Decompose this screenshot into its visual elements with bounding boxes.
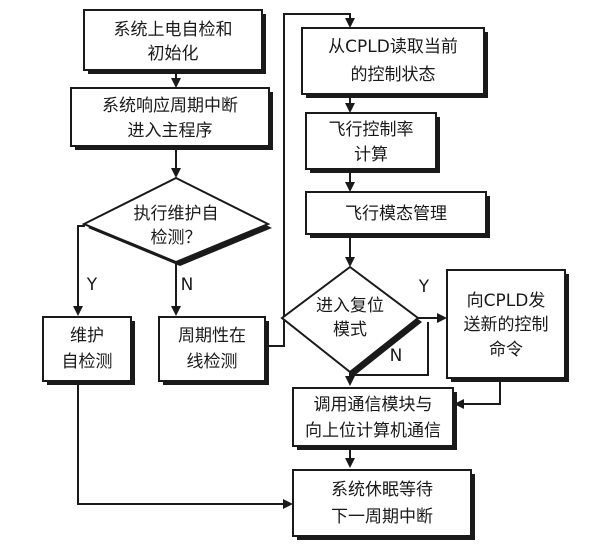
- svg-text:系统休眠等待: 系统休眠等待: [331, 480, 433, 500]
- decision-maintenance-line-1: 执行维护自: [134, 204, 219, 224]
- svg-text:飞行模态管理: 飞行模态管理: [345, 204, 447, 224]
- node-mode-line-1: 飞行模态管理: [345, 204, 447, 224]
- svg-text:的控制状态: 的控制状态: [351, 65, 436, 85]
- svg-text:自检测: 自检测: [62, 352, 113, 372]
- node-read-cpld-line-1: 从CPLD读取当前: [328, 37, 458, 57]
- node-communication: 调用通信模块与 向上位计算机通信: [292, 387, 457, 450]
- node-send-cpld-command: 向CPLD发 送新的控制 命令: [446, 269, 569, 382]
- svg-text:下一周期中断: 下一周期中断: [331, 507, 433, 527]
- node-sleep-line-2: 下一周期中断: [331, 507, 433, 527]
- edge-periodic-read: [268, 13, 355, 347]
- node-flight-control-calc: 飞行控制率 计算: [305, 112, 440, 173]
- label-yes-reset: Y: [418, 277, 430, 297]
- edge-maint-sleep: [77, 384, 293, 509]
- node-read-cpld: 从CPLD读取当前 的控制状态: [301, 27, 488, 98]
- label-no-reset: N: [390, 346, 403, 366]
- decision-maintenance-line-2: 检测？: [151, 228, 202, 248]
- svg-text:送新的控制: 送新的控制: [464, 315, 549, 335]
- node-sleep-wait: 系统休眠等待 下一周期中断: [292, 469, 475, 540]
- node-interrupt-line-2: 进入主程序: [128, 121, 213, 141]
- svg-text:进入复位: 进入复位: [316, 296, 384, 316]
- node-maintenance-selftest: 维护 自检测: [42, 316, 135, 385]
- node-comm-line-2: 向上位计算机通信: [305, 421, 441, 441]
- svg-text:计算: 计算: [354, 145, 388, 165]
- svg-text:系统上电自检和: 系统上电自检和: [114, 20, 233, 40]
- node-init: 系统上电自检和 初始化: [83, 9, 266, 74]
- node-send-line-3: 命令: [489, 340, 523, 360]
- svg-text:周期性在: 周期性在: [178, 326, 246, 346]
- node-interrupt-line-1: 系统响应周期中断: [102, 96, 238, 116]
- decision-reset-mode: 进入复位 模式: [280, 265, 422, 376]
- node-interrupt: 系统响应周期中断 进入主程序: [70, 87, 273, 150]
- svg-text:从CPLD读取当前: 从CPLD读取当前: [328, 37, 458, 57]
- node-maint-line-1: 维护: [70, 326, 104, 346]
- svg-text:检测？: 检测？: [151, 228, 202, 248]
- svg-text:向上位计算机通信: 向上位计算机通信: [305, 421, 441, 441]
- node-periodic-line-2: 线检测: [187, 352, 238, 372]
- node-flight-mode-management: 飞行模态管理: [305, 191, 490, 238]
- edge-reset-no: [349, 322, 429, 376]
- node-calc-line-1: 飞行控制率: [329, 120, 414, 140]
- decision-maintenance: 执行维护自 检测？: [81, 176, 272, 266]
- node-comm-line-1: 调用通信模块与: [314, 395, 433, 415]
- label-no-maintenance: N: [181, 275, 194, 295]
- node-maint-line-2: 自检测: [62, 352, 113, 372]
- node-init-line-2: 初始化: [148, 44, 199, 64]
- connectors: [73, 13, 501, 509]
- svg-text:飞行控制率: 飞行控制率: [329, 120, 414, 140]
- svg-text:调用通信模块与: 调用通信模块与: [314, 395, 433, 415]
- edge-send-comm: [454, 378, 501, 409]
- svg-text:模式: 模式: [333, 320, 367, 340]
- node-read-cpld-line-2: 的控制状态: [351, 65, 436, 85]
- svg-text:命令: 命令: [489, 340, 523, 360]
- node-periodic-line-1: 周期性在: [178, 326, 246, 346]
- svg-text:线检测: 线检测: [187, 352, 238, 372]
- node-send-line-2: 送新的控制: [464, 315, 549, 335]
- svg-text:进入主程序: 进入主程序: [128, 121, 213, 141]
- decision-reset-line-2: 模式: [333, 320, 367, 340]
- svg-text:初始化: 初始化: [148, 44, 199, 64]
- node-periodic-check: 周期性在 线检测: [158, 316, 269, 385]
- node-calc-line-2: 计算: [354, 145, 388, 165]
- node-sleep-line-1: 系统休眠等待: [331, 480, 433, 500]
- edge-decision-yes: [73, 225, 85, 316]
- svg-text:向CPLD发: 向CPLD发: [467, 291, 546, 311]
- decision-reset-line-1: 进入复位: [316, 296, 384, 316]
- svg-text:系统响应周期中断: 系统响应周期中断: [102, 96, 238, 116]
- svg-text:执行维护自: 执行维护自: [134, 204, 219, 224]
- node-init-line-1: 系统上电自检和: [114, 20, 233, 40]
- label-yes-maintenance: Y: [86, 275, 98, 295]
- svg-text:维护: 维护: [70, 326, 104, 346]
- node-send-line-1: 向CPLD发: [467, 291, 546, 311]
